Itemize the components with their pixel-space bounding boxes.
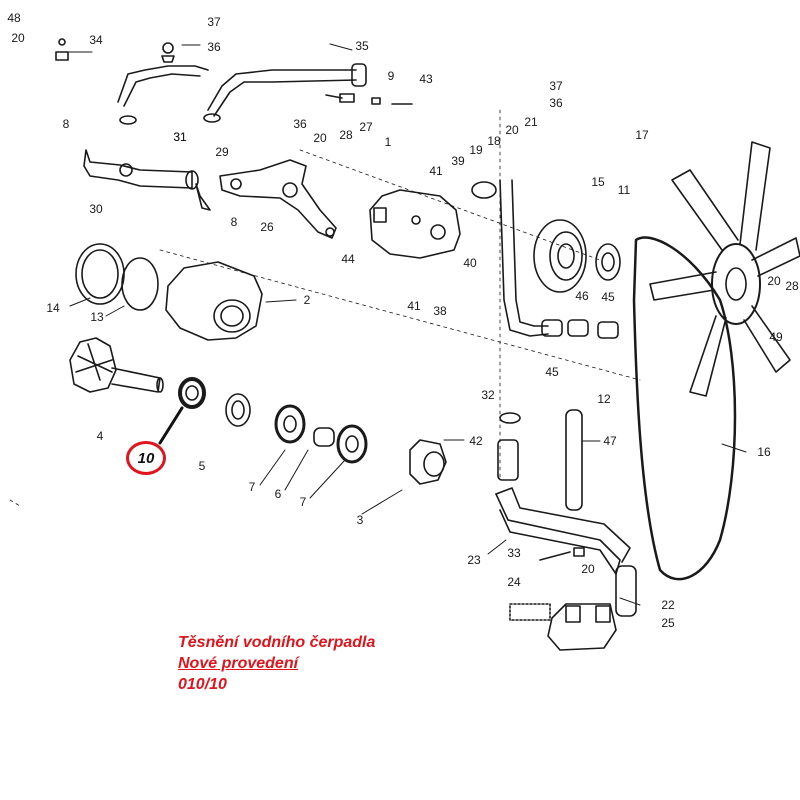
callout-leader (158, 406, 184, 445)
part-10-callout: 10 (126, 441, 166, 475)
oring-13 (121, 257, 159, 311)
part-number: 9 (387, 69, 395, 83)
leader-lines (63, 43, 747, 606)
part-number: 23 (467, 553, 481, 567)
v-belt-16 (632, 236, 737, 581)
part-number: 39 (451, 154, 465, 168)
part-number: 45 (601, 290, 615, 304)
part-number: 20 (313, 131, 327, 145)
part-number: 33 (507, 546, 521, 560)
manifold-pipes (55, 38, 413, 125)
part-number: 28 (339, 128, 353, 142)
part-number: 35 (355, 39, 369, 53)
part-number: 8 (62, 117, 70, 131)
part-number: 11 (617, 183, 631, 197)
part-number-hidden: 31 (173, 130, 187, 144)
part-number: 2 (303, 293, 311, 307)
part-number: 37 (549, 79, 563, 93)
part-number: 7 (248, 480, 256, 494)
part-number: 40 (463, 256, 477, 270)
bracket-26 (219, 159, 337, 239)
part-number: 20 (581, 562, 595, 576)
coolant-pipe-18 (471, 179, 619, 339)
washer-5 (225, 393, 251, 427)
part-number: 41 (429, 164, 443, 178)
part-number: 46 (575, 289, 589, 303)
part-number: 4 (96, 429, 104, 443)
part-number: 17 (635, 128, 649, 142)
bolt-33 (539, 547, 585, 561)
part-number: 32 (481, 388, 495, 402)
pulley-15 (533, 219, 621, 293)
part-number: 36 (293, 117, 307, 131)
gasket-14 (75, 243, 125, 305)
seal-10 (178, 377, 206, 409)
thermostat-housing-2 (165, 261, 263, 341)
part-number: 21 (524, 115, 538, 129)
part-number: 31 (173, 130, 187, 144)
part-number: 36 (207, 40, 221, 54)
part-number: 24 (507, 575, 521, 589)
part-number: 27 (359, 120, 373, 134)
part-number: 42 (469, 434, 483, 448)
part-number: 18 (487, 134, 501, 148)
hub-flange-3 (409, 439, 447, 485)
caption-title: Těsnění vodního čerpadla (178, 634, 376, 651)
part-number: 22 (661, 598, 675, 612)
cooling-fan-17 (649, 141, 800, 397)
part-number: 20 (505, 123, 519, 137)
part-number: 3 (356, 513, 364, 527)
bearing-7a (274, 404, 306, 444)
part-number: 28 (785, 279, 799, 293)
part-number: 12 (597, 392, 611, 406)
elbow-pipe-23 (495, 487, 631, 575)
part-number: 5 (198, 459, 206, 473)
part-number: 45 (545, 365, 559, 379)
part-number: 49 (769, 330, 783, 344)
part-number: 20 (11, 31, 25, 45)
pipe-bracket-31 (83, 149, 211, 211)
part-number: 15 (591, 175, 605, 189)
part-number: 1 (384, 135, 392, 149)
hose-22 (615, 565, 637, 617)
part-number: 44 (341, 252, 355, 266)
caption: Těsnění vodního čerpadla Nové provedení … (178, 632, 375, 695)
caption-subtitle: Nové provedení (178, 655, 299, 672)
pipe-42 (497, 439, 519, 481)
part-number: 19 (469, 143, 483, 157)
part-number: 43 (419, 72, 433, 86)
bearing-7b (336, 424, 368, 464)
part-number: 8 (230, 215, 238, 229)
part-number: 29 (215, 145, 229, 159)
hose-47 (565, 409, 583, 511)
part-number: 13 (90, 310, 104, 324)
part-number: 41 (407, 299, 421, 313)
outlet-25 (509, 603, 617, 651)
caption-code: 010/10 (178, 676, 227, 693)
part-number: 6 (274, 487, 282, 501)
part-number: 47 (603, 434, 617, 448)
clamp-32 (499, 412, 521, 424)
part-number: 14 (46, 301, 60, 315)
part-number: 16 (757, 445, 771, 459)
part-number: 7 (299, 495, 307, 509)
part-number: 34 (89, 33, 103, 47)
part-number: 48 (7, 11, 21, 25)
part-number: 38 (433, 304, 447, 318)
impeller-shaft (69, 337, 164, 393)
part-number: 26 (260, 220, 274, 234)
part-number: 30 (89, 202, 103, 216)
part-number: 20 (767, 274, 781, 288)
pump-housing-upper (369, 189, 461, 259)
part-number: 37 (207, 15, 221, 29)
part-number: 36 (549, 96, 563, 110)
spacer-6 (313, 427, 335, 447)
part-number: 25 (661, 616, 675, 630)
